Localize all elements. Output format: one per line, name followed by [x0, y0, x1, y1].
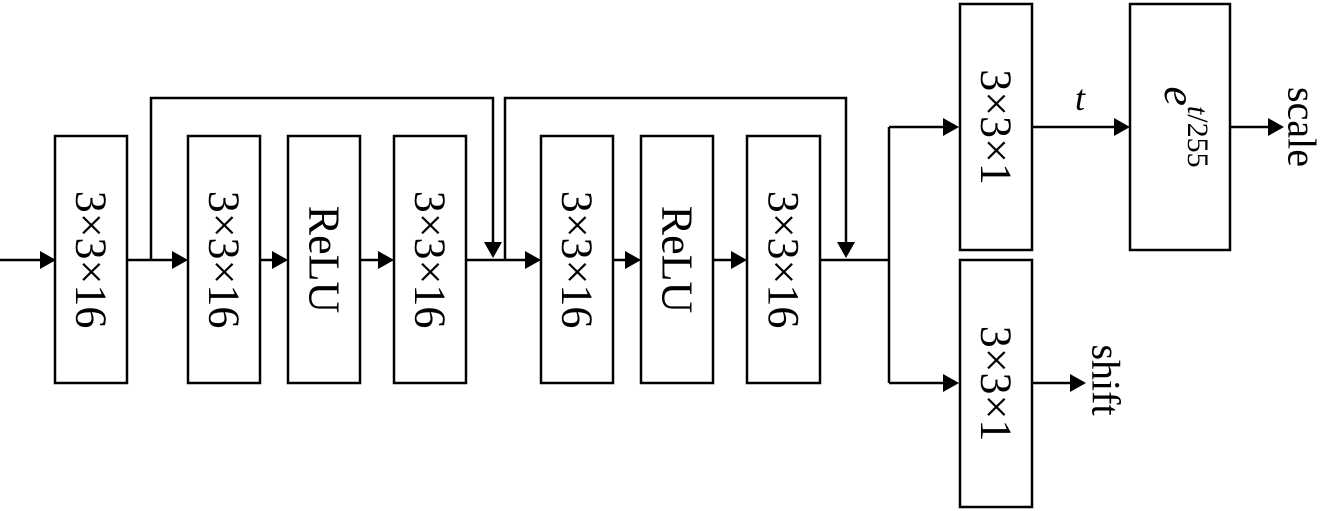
block-res2-relu-box: [639, 134, 715, 385]
block-scale-conv: 3×3×1: [958, 2, 1034, 252]
block-res2-conv-a-label: 3×3×16: [553, 191, 602, 329]
block-res1-conv-b-box: [392, 134, 468, 385]
arrowhead-shift-conv: [943, 374, 959, 392]
block-shift-conv-label: 3×3×1: [972, 326, 1021, 442]
output-scale-label: scale: [1280, 87, 1325, 167]
block-res2-conv-a-box: [539, 134, 615, 385]
arrowhead-res1-a: [172, 251, 188, 269]
arrowhead-res1-b: [378, 251, 394, 269]
block-res2-relu-label: ReLU: [653, 206, 702, 314]
wires: [0, 96, 1284, 392]
arrowhead-shift-out: [1070, 374, 1086, 392]
exp-exponent-rest: /255: [1182, 114, 1215, 167]
skip-1-arrowhead: [484, 242, 502, 258]
arrowhead-res2-a: [525, 251, 541, 269]
block-conv-in-label: 3×3×16: [67, 191, 116, 329]
block-res1-conv-b-label: 3×3×16: [406, 191, 455, 329]
edge-label-t: t: [1075, 78, 1086, 118]
skip-2-arrowhead: [837, 242, 855, 258]
block-exp-formula: et/255: [1156, 86, 1215, 167]
block-res2-relu: ReLU: [639, 134, 715, 385]
block-res1-conv-a-box: [186, 134, 262, 385]
block-res2-conv-b-box: [745, 134, 822, 385]
exp-base: e: [1156, 86, 1205, 106]
block-scale-conv-label: 3×3×1: [972, 69, 1021, 185]
block-res2-conv-b-label: 3×3×16: [759, 191, 808, 329]
arrowhead-res2-relu: [625, 251, 641, 269]
arrowhead-exp: [1114, 118, 1130, 136]
block-shift-conv: 3×3×1: [958, 258, 1034, 509]
block-shift-conv-box: [958, 258, 1034, 509]
block-res1-relu: ReLU: [286, 134, 362, 385]
block-conv-in: 3×3×16: [53, 134, 129, 385]
block-res1-conv-a-label: 3×3×16: [200, 191, 249, 329]
skip-connection-2: [503, 96, 848, 260]
arrowhead-scale-conv: [943, 118, 959, 136]
block-res1-relu-box: [286, 134, 362, 385]
block-exp-box: [1128, 2, 1232, 252]
block-res1-conv-b: 3×3×16: [392, 134, 468, 385]
arrowhead-res2-b: [731, 251, 747, 269]
block-res2-conv-a: 3×3×16: [539, 134, 615, 385]
exp-exponent-var: t: [1182, 106, 1215, 115]
arrowhead-scale-out: [1268, 118, 1284, 136]
block-res1-relu-label: ReLU: [300, 206, 349, 314]
skip-connection-1: [149, 96, 495, 260]
arrowhead-res1-relu: [272, 251, 288, 269]
output-shift-label: shift: [1084, 344, 1129, 415]
block-scale-conv-box: [958, 2, 1034, 252]
block-res2-conv-b: 3×3×16: [745, 134, 822, 385]
block-res1-conv-a: 3×3×16: [186, 134, 262, 385]
input-arrowhead: [40, 251, 56, 269]
block-exp: et/255: [1128, 2, 1232, 252]
block-conv-in-box: [53, 134, 129, 385]
